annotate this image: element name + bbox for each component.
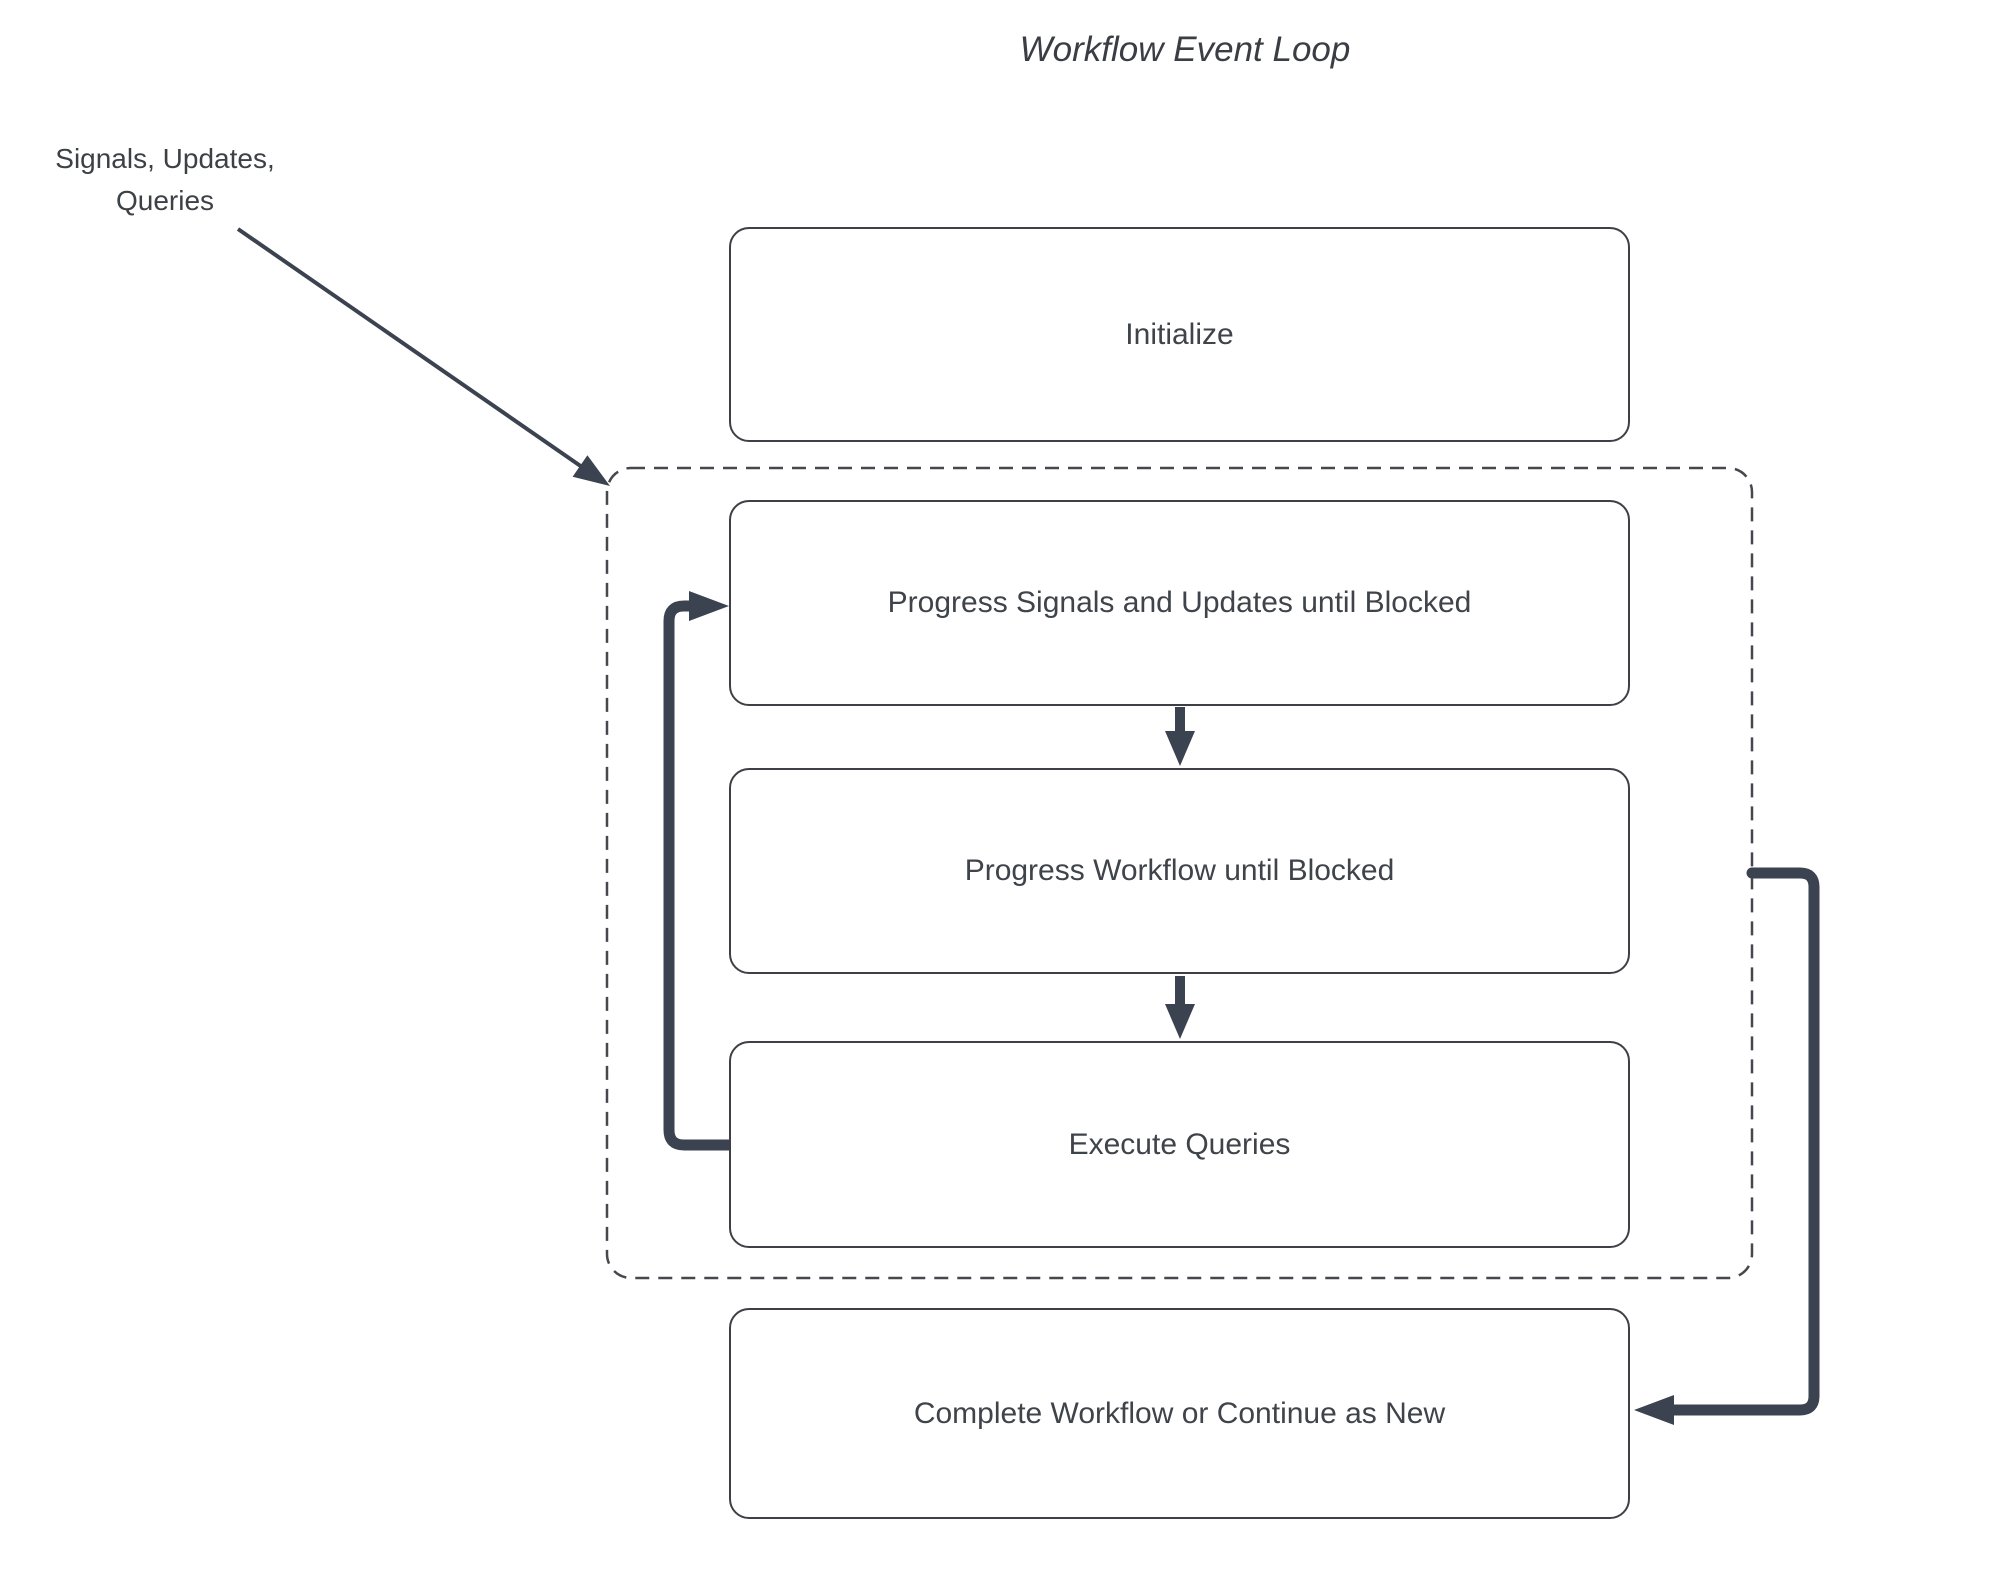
node-progress-workflow-label: Progress Workflow until Blocked bbox=[964, 854, 1395, 887]
node-complete-workflow: Complete Workflow or Continue as New bbox=[729, 1308, 1630, 1519]
node-execute-queries: Execute Queries bbox=[729, 1041, 1630, 1248]
queries-loopback-arrow bbox=[663, 591, 737, 1151]
node-initialize-label: Initialize bbox=[1125, 317, 1234, 351]
external-events-label-line2: Queries bbox=[115, 185, 215, 216]
node-progress-signals: Progress Signals and Updates until Block… bbox=[729, 500, 1630, 706]
node-complete-workflow-label: Complete Workflow or Continue as New bbox=[913, 1396, 1446, 1430]
diagram-title: Workflow Event Loop bbox=[1019, 30, 1351, 69]
node-initialize: Initialize bbox=[729, 227, 1630, 442]
workflow-to-queries-arrow bbox=[1165, 976, 1195, 1039]
external-input-arrow bbox=[236, 227, 610, 486]
loop-exit-to-complete-arrow bbox=[1634, 867, 1820, 1425]
signals-to-workflow-arrow bbox=[1165, 707, 1195, 766]
node-progress-signals-label: Progress Signals and Updates until Block… bbox=[887, 586, 1472, 619]
external-events-label-line1: Signals, Updates, bbox=[55, 143, 275, 174]
external-events-label: Signals, Updates, Queries bbox=[0, 138, 330, 222]
node-execute-queries-label: Execute Queries bbox=[1068, 1127, 1291, 1161]
node-progress-workflow: Progress Workflow until Blocked bbox=[729, 768, 1630, 974]
